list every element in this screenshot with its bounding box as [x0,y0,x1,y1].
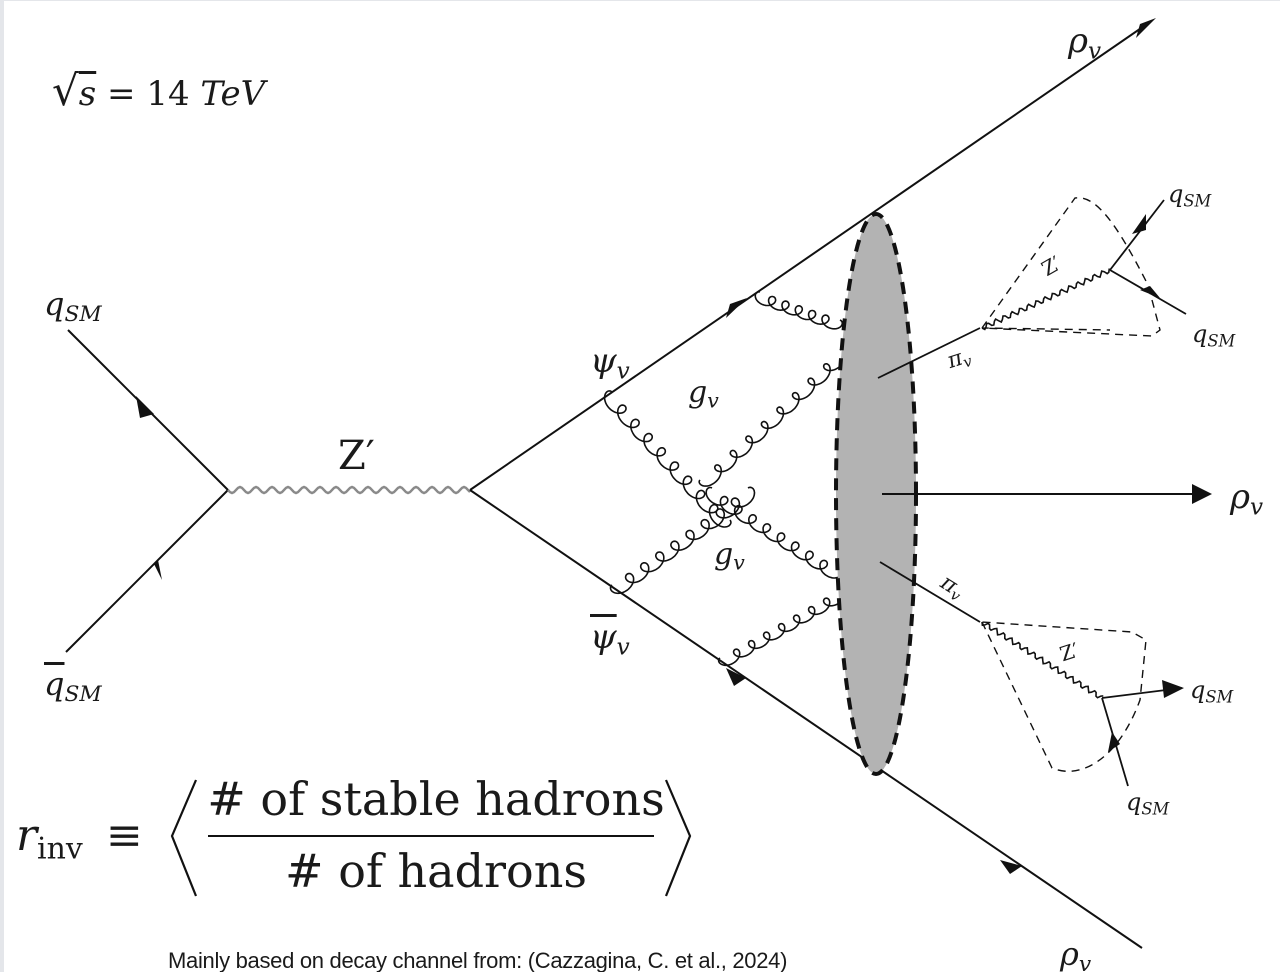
rho-v-bottom-base: ρ [1060,935,1079,972]
q-sm-lower-a-base: q [1190,676,1206,704]
sqrt-symbol: √ [52,66,79,115]
psi-v-line [469,21,1151,491]
rho-v-top-base: ρ [1068,21,1088,61]
rho-v-top-label: ρv [1068,24,1101,64]
psi-v-label: ψv [590,344,630,384]
r-inv-base: r [16,810,38,861]
rho-v-bottom-sub: v [1078,952,1092,972]
g-v-upper-base: g [688,375,708,410]
rho-v-mid-arrow [1192,484,1212,504]
q-sm-arrow [136,396,154,418]
qbar-sm-in-base: q [44,665,65,703]
psibar-v-line [469,489,1143,949]
pi-v-lower-cone [981,621,1147,772]
pi-v-upper-line [877,327,981,379]
rho-v-bottom-label: ρv [1060,938,1091,972]
energy-value: 14 [146,74,190,114]
q-sm-lower-a-arrow [1162,680,1184,698]
r-inv-formula: rinv ≡ # of stable hadrons # of hadrons [14,758,714,918]
q-sm-lower-b-arrow [1108,732,1120,752]
z-prime-lower-propagator [981,621,1104,699]
gluon-upper-1 [603,390,732,528]
pi-v-lower-line [879,561,981,623]
psibar-v-label: ψv [590,620,630,660]
psibar-v-base: ψ [590,617,617,657]
q-sm-upper-b-sub: SM [1207,331,1236,351]
pi-v-upper-cone [981,197,1161,337]
q-sm-upper-b-arrow [1140,286,1160,298]
formula-left-angle [170,779,198,897]
g-v-lower-label: gv [714,540,745,573]
r-inv-sub: inv [37,831,83,867]
q-sm-in-label: qSM [44,288,102,326]
q-sm-lower-b-base: q [1126,788,1142,816]
energy-unit: TeV [200,74,266,114]
q-sm-upper-a-arrow [1132,214,1146,234]
q-sm-lower-b-label: qSM [1126,790,1169,818]
rho-v-mid-label: ρv [1230,480,1263,520]
q-sm-upper-a-label: qSM [1168,182,1211,210]
q-sm-lower-b-sub: SM [1141,799,1170,819]
caption: Mainly based on decay channel from: (Caz… [168,948,788,972]
rho-v-top-sub: v [1088,38,1102,65]
psi-v-sub: v [616,358,630,385]
g-v-upper-label: gv [688,378,719,411]
z-prime-propagator [227,485,471,495]
r-inv-equiv: ≡ [106,810,143,861]
energy-equals: = [107,74,136,114]
r-inv-denominator: # of hadrons [285,844,587,898]
psi-v-arrow [726,298,747,318]
q-sm-in-base: q [44,285,65,323]
qbar-sm-line [65,489,229,653]
gluon-lower-3 [717,588,846,667]
g-v-upper-sub: v [707,388,719,413]
rho-v-top-arrow [1136,18,1156,38]
qbar-sm-in-label: qSM [44,668,102,706]
formula-right-angle [664,779,692,897]
z-prime-upper-propagator [981,268,1111,331]
rho-v-bottom-arrow [1000,860,1022,874]
rho-v-mid-sub: v [1250,494,1264,521]
psibar-v-sub: v [616,634,630,661]
psibar-v-arrow [726,668,746,686]
rho-v-mid-base: ρ [1230,477,1250,517]
q-sm-upper-b-label: qSM [1192,322,1235,350]
q-sm-upper-a-sub: SM [1183,191,1212,211]
energy-variable: s [78,74,97,114]
g-v-lower-base: g [714,537,734,572]
q-sm-lower-a-label: qSM [1190,678,1233,706]
q-sm-in-sub: SM [64,302,102,328]
z-prime-label: Z′ [338,436,375,476]
qbar-sm-in-sub: SM [64,682,102,708]
gluon-upper-2 [698,348,847,487]
qbar-sm-arrow [140,560,162,580]
q-sm-upper-a-line [1109,199,1165,271]
gluon-upper-3 [754,291,844,330]
r-inv-lhs: rinv [16,810,83,866]
psi-v-base: ψ [590,341,617,381]
r-inv-numerator: # of stable hadrons [207,772,665,826]
z-prime-base: Z′ [338,433,375,479]
q-sm-upper-a-base: q [1168,180,1184,208]
q-sm-lower-a-sub: SM [1205,687,1234,707]
q-sm-upper-b-base: q [1192,320,1208,348]
g-v-lower-sub: v [733,550,745,575]
energy-label: √s = 14 TeV [52,70,265,112]
gluon-lower-2 [705,486,843,579]
